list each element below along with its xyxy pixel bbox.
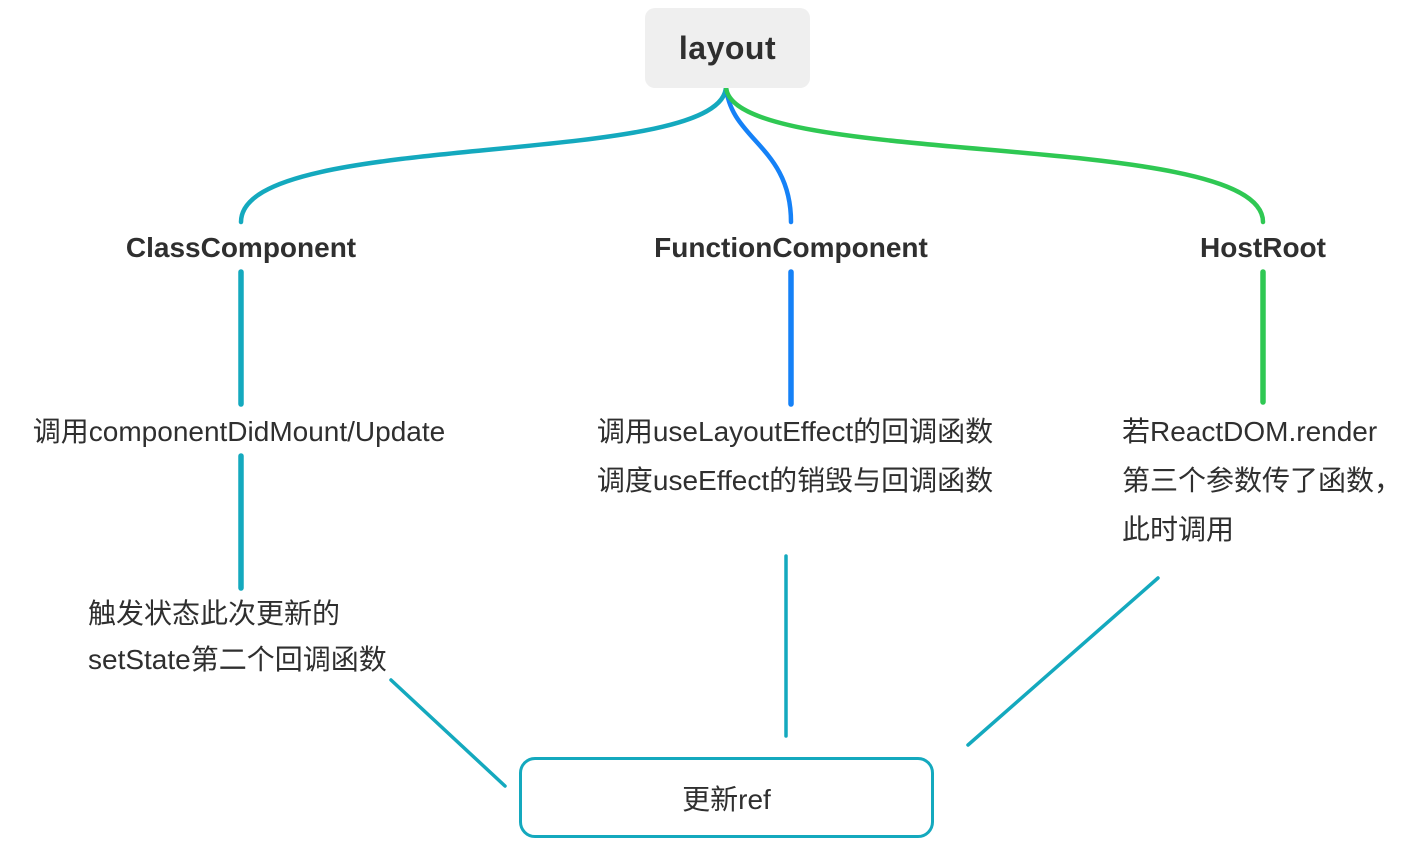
branch-label-functioncomponent: FunctionComponent (654, 232, 928, 263)
step-text-line: setState第二个回调函数 (88, 644, 387, 675)
edge-root-to-classcomponent (238, 83, 729, 225)
edge-root-to-hostroot (723, 83, 1266, 225)
branch-label-classcomponent: ClassComponent (125, 232, 357, 263)
arrow-host-to-sink (966, 576, 1160, 747)
sink-node-label: 更新ref (682, 783, 771, 815)
root-node-layout: layout (645, 8, 810, 88)
step-text-line: 此时调用 (1122, 514, 1235, 545)
step-text-line: 第三个参数传了函数， (1122, 465, 1403, 496)
arrow-class-to-sink (389, 678, 507, 788)
functioncomponent-step-effects: 调用useLayoutEffect的回调函数 调度useEffect的销毁与回调… (597, 407, 993, 505)
step-text-line: 若ReactDOM.render (1122, 416, 1378, 447)
step-text-line: 调用useLayoutEffect的回调函数 (596, 416, 994, 447)
hostroot-step-render-callback: 若ReactDOM.render 第三个参数传了函数， 此时调用 (1122, 407, 1402, 554)
root-node-label: layout (678, 29, 777, 66)
step-text-line: 调用componentDidMount/Update (32, 416, 446, 447)
sink-node-update-ref: 更新ref (519, 757, 934, 838)
step-text-line: 调度useEffect的销毁与回调函数 (596, 465, 994, 496)
branch-label-hostroot: HostRoot (1200, 232, 1326, 263)
classcomponent-step-setstate-callback: 触发状态此次更新的 setState第二个回调函数 (88, 591, 387, 683)
edge-root-to-functioncomponent (723, 83, 794, 225)
step-text-line: 触发状态此次更新的 (88, 598, 341, 629)
classcomponent-step-didmount: 调用componentDidMount/Update (33, 407, 445, 456)
